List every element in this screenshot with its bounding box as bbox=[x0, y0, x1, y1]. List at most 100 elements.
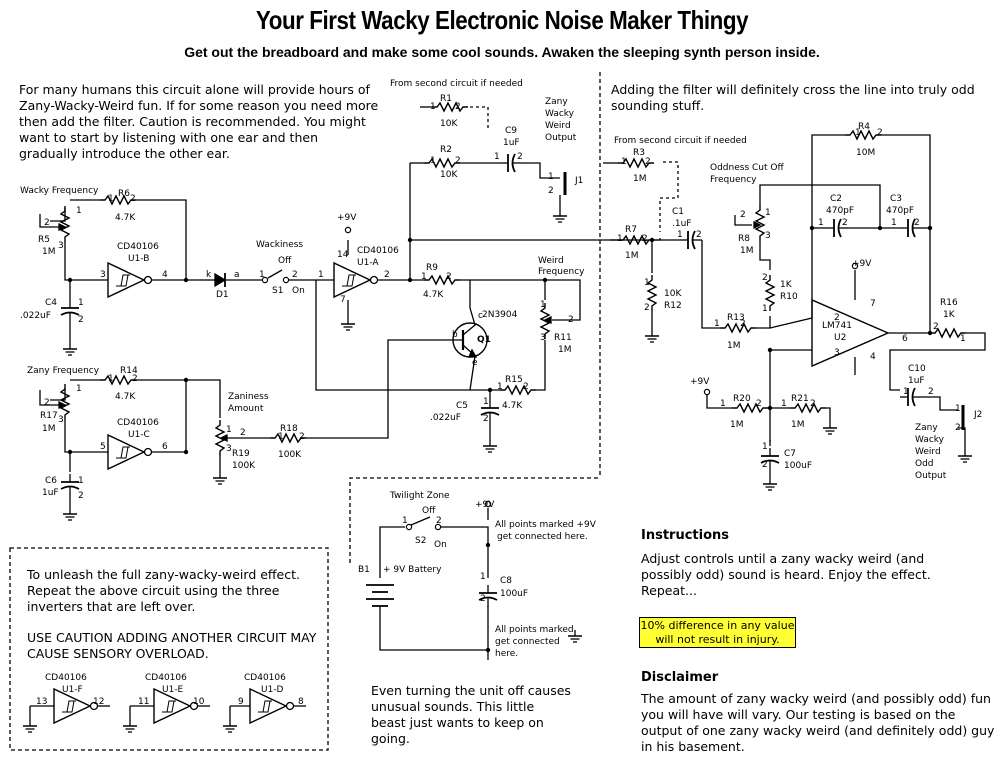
filter-intro-text: Adding the filter will definitely cross … bbox=[611, 82, 975, 113]
r19-ref: R19 bbox=[232, 449, 250, 459]
pin-label: 1 bbox=[617, 234, 623, 244]
u1f-ref: U1-F bbox=[62, 685, 83, 695]
r13-ref: R13 bbox=[727, 313, 745, 323]
plus9v-label-u1: +9V bbox=[337, 213, 357, 223]
r21-ref: R21 bbox=[791, 394, 809, 404]
pin-label: 2 bbox=[132, 374, 138, 384]
r20-value: 1M bbox=[730, 420, 744, 430]
pin-label: 7 bbox=[870, 299, 876, 309]
pin-label: 2 bbox=[955, 423, 961, 433]
pin-label: 1 bbox=[781, 399, 787, 409]
zaniness-label-1: Zaniness bbox=[228, 392, 269, 402]
pin-label: 1 bbox=[855, 128, 861, 138]
u1a-ic-label: CD40106 bbox=[357, 246, 399, 256]
r2-value: 10K bbox=[440, 170, 458, 180]
pin-label: 2 bbox=[483, 414, 489, 424]
pin-label: 1 bbox=[548, 172, 554, 182]
r17-ref: R17 bbox=[40, 411, 58, 421]
r19-value: 100K bbox=[232, 461, 256, 471]
u1d-ref: U1-D bbox=[261, 685, 284, 695]
u1b-ic-label: CD40106 bbox=[117, 242, 159, 252]
pin-label: 1 bbox=[430, 156, 436, 166]
r3-value: 1M bbox=[633, 174, 647, 184]
c9-ref: C9 bbox=[505, 126, 518, 136]
pin-label: 1 bbox=[108, 194, 114, 204]
pin-label: 14 bbox=[337, 250, 349, 260]
pin-label: 4 bbox=[870, 352, 876, 362]
pin-label: 1 bbox=[318, 270, 324, 280]
c10-ref: C10 bbox=[908, 364, 926, 374]
pin-label: 1 bbox=[402, 516, 408, 526]
c3-ref: C3 bbox=[890, 194, 903, 204]
r10-value: 1K bbox=[780, 280, 792, 290]
oddness-label-1: Oddness Cut Off bbox=[710, 163, 784, 173]
pin-label: 2 bbox=[928, 387, 934, 397]
pin-label: 1 bbox=[955, 404, 961, 414]
pin-label: 2 bbox=[642, 234, 648, 244]
j2-ref: J2 bbox=[974, 410, 983, 420]
r6-value: 4.7K bbox=[115, 213, 136, 223]
c1-value: .1uF bbox=[672, 219, 692, 229]
pin-label: k bbox=[206, 270, 212, 280]
u1d-ic-label: CD40106 bbox=[244, 673, 286, 683]
pin-label: 3 bbox=[58, 415, 64, 425]
pin-label: 1 bbox=[483, 397, 489, 407]
b1-ref: B1 bbox=[358, 565, 370, 575]
pin-label: 7 bbox=[340, 295, 346, 305]
pin-label: 1 bbox=[480, 572, 486, 582]
pin-label: e bbox=[472, 358, 478, 368]
plus9v-label-r20: +9V bbox=[690, 377, 710, 387]
second-circuit-label-1: From second circuit if needed bbox=[390, 79, 523, 89]
r14-ref: R14 bbox=[120, 366, 138, 376]
pin-label: 2 bbox=[299, 432, 305, 442]
u1c-ref: U1-C bbox=[128, 430, 150, 440]
page-title: Your First Wacky Electronic Noise Maker … bbox=[255, 5, 749, 35]
pin-label: 2 bbox=[446, 272, 452, 282]
pin-label: 1 bbox=[76, 206, 82, 216]
weird-frequency-label-1: Weird bbox=[538, 256, 564, 266]
pin-label: 3 bbox=[226, 444, 232, 454]
q1-type: 2N3904 bbox=[482, 310, 518, 320]
pin-label: 6 bbox=[162, 442, 168, 452]
s2-ref: S2 bbox=[415, 536, 427, 546]
r13-value: 1M bbox=[727, 341, 741, 351]
j1-ref: J1 bbox=[575, 176, 584, 186]
pin-label: 1 bbox=[76, 384, 82, 394]
s1-off-label: Off bbox=[278, 256, 292, 266]
r7-ref: R7 bbox=[625, 225, 637, 235]
pin-label: 1 bbox=[762, 304, 768, 314]
pin-label: 1 bbox=[644, 278, 650, 288]
pin-label: 1 bbox=[891, 218, 897, 228]
pin-label: 3 bbox=[58, 241, 64, 251]
r6-ref: R6 bbox=[118, 189, 130, 199]
points-gnd-label-3: here. bbox=[495, 649, 519, 659]
pin-label: 2 bbox=[517, 152, 523, 162]
pin-label: 1 bbox=[430, 102, 436, 112]
pin-label: 4 bbox=[162, 270, 168, 280]
pin-label: 10 bbox=[193, 697, 205, 707]
c10-value: 1uF bbox=[908, 376, 925, 386]
pin-label: 1 bbox=[421, 272, 427, 282]
d1-ref: D1 bbox=[216, 290, 229, 300]
c8-ref: C8 bbox=[500, 576, 513, 586]
pin-label: 2 bbox=[696, 230, 702, 240]
pin-label: 2 bbox=[436, 516, 442, 526]
pin-label: 2 bbox=[480, 594, 486, 604]
r8-value: 1M bbox=[740, 246, 754, 256]
r14-value: 4.7K bbox=[115, 392, 136, 402]
c7-value: 100uF bbox=[784, 461, 813, 471]
r7-value: 1M bbox=[625, 251, 639, 261]
r18-ref: R18 bbox=[280, 424, 298, 434]
pin-label: 1 bbox=[765, 208, 771, 218]
pin-label: 3 bbox=[834, 348, 840, 358]
pin-label: 1 bbox=[494, 152, 500, 162]
pin-label: 1 bbox=[714, 319, 720, 329]
pin-label: 2 bbox=[756, 399, 762, 409]
caution-text: USE CAUTION ADDING ANOTHER CIRCUIT MAY C… bbox=[27, 630, 317, 661]
pin-label: 3 bbox=[540, 333, 546, 343]
pin-label: 1 bbox=[720, 399, 726, 409]
pin-label: c bbox=[478, 311, 483, 321]
c7-ref: C7 bbox=[784, 449, 797, 459]
